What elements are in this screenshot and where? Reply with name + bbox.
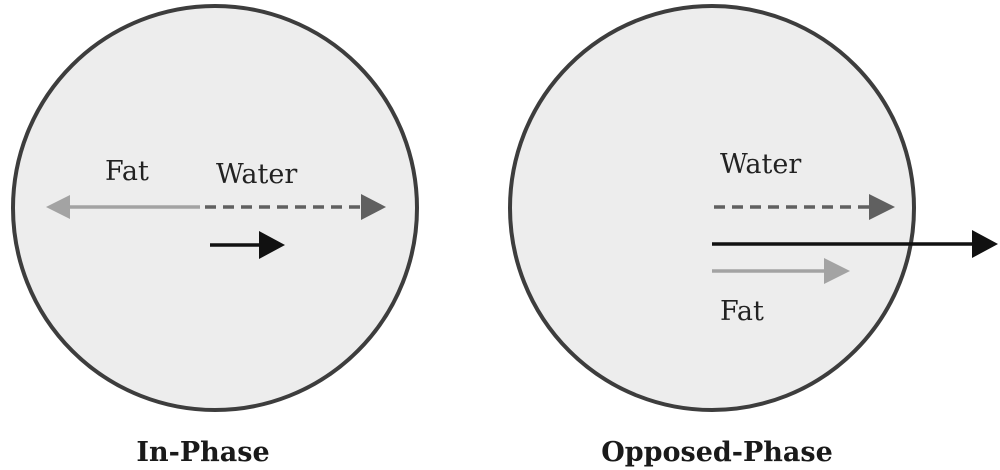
in-phase-caption: In-Phase (136, 437, 269, 468)
opposed-phase-net-vector-arrowhead (972, 230, 998, 258)
in-phase-water-vector-arrowhead (361, 194, 386, 220)
in-phase-fat-vector-arrowhead (46, 195, 70, 219)
opposed-phase-water-vector-arrowhead (869, 194, 895, 220)
in-phase-water-label: Water (216, 159, 297, 190)
opposed-phase-panel: Water Fat Opposed-Phase (508, 4, 998, 468)
in-phase-net-vector-arrowhead (259, 231, 285, 259)
opposed-phase-fat-label: Fat (720, 296, 764, 327)
opposed-phase-circle (508, 4, 916, 412)
in-phase-fat-label: Fat (105, 156, 149, 187)
opposed-phase-fat-vector-arrowhead (824, 258, 850, 284)
opposed-phase-water-label: Water (720, 149, 801, 180)
opposed-phase-caption: Opposed-Phase (601, 437, 833, 468)
in-phase-panel: Fat Water In-Phase (11, 4, 419, 468)
